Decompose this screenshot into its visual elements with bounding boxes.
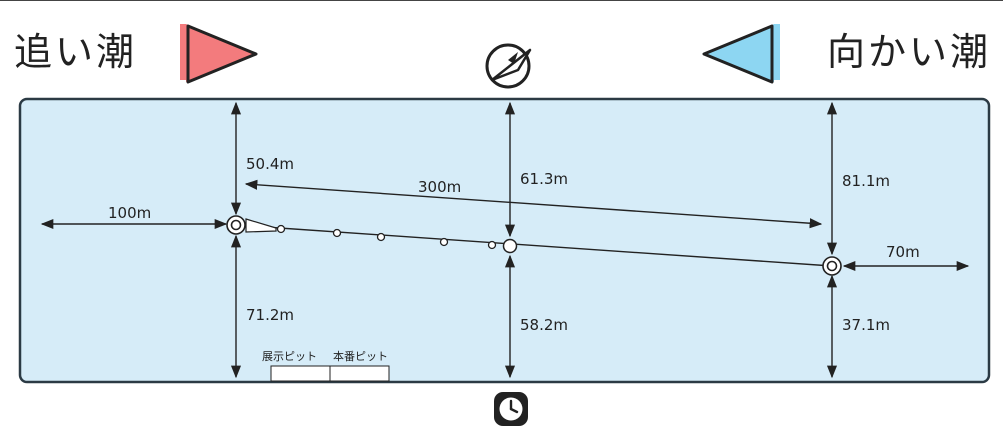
buoy: [332, 228, 342, 238]
opposing-tide-flag-icon: [702, 24, 780, 84]
buoy: [439, 237, 449, 247]
turn2-to-top-label: 81.1m: [842, 172, 891, 190]
exhibition-pit: [270, 365, 331, 382]
turn1-to-bottom-label: 71.2m: [246, 306, 295, 324]
following-tide-label: 追い潮: [14, 30, 138, 74]
top-divider: [0, 0, 1003, 1]
opposing-tide-label: 向かい潮: [826, 30, 991, 74]
turn-to-turn-arrow: [244, 179, 823, 229]
water-area: [18, 97, 991, 384]
center-buoy: [502, 238, 518, 254]
start-cone: [245, 218, 277, 233]
buoy: [487, 240, 497, 250]
buoy: [276, 224, 286, 234]
start-to-wall-label: 100m: [108, 204, 152, 222]
turn1-to-top-label: 50.4m: [246, 155, 295, 173]
mid-to-bottom-label: 58.2m: [520, 316, 569, 334]
turn2-to-wall-label: 70m: [886, 243, 920, 261]
first-turn-mark: [226, 215, 246, 235]
following-tide-flag-icon: [180, 24, 258, 84]
main-pit: [329, 365, 390, 382]
wind-compass-icon: [485, 43, 532, 89]
turn-to-turn-label: 300m: [418, 178, 462, 196]
clock-icon: [494, 392, 528, 426]
buoy: [376, 232, 386, 242]
main-pit-label: 本番ピット: [333, 350, 388, 363]
second-turn-mark: [822, 256, 842, 276]
turn2-to-bottom-label: 37.1m: [842, 316, 891, 334]
exhibition-pit-label: 展示ピット: [262, 350, 317, 363]
mid-to-top-label: 61.3m: [520, 170, 569, 188]
